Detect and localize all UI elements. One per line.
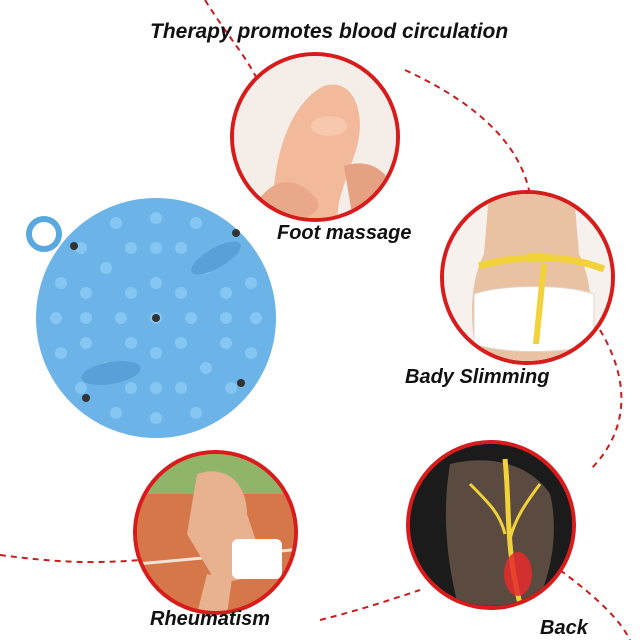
foot-photo-icon (234, 56, 396, 218)
rheumatism-photo (133, 450, 298, 615)
foot-massage-photo (230, 52, 400, 222)
page-title: Therapy promotes blood circulation (150, 20, 509, 43)
back-spine-photo-icon (410, 444, 572, 606)
body-slimming-label: Bady Slimming (405, 366, 550, 388)
back-photo (406, 440, 576, 610)
rheumatism-label: Rheumatism (150, 608, 271, 630)
body-slimming-photo (440, 190, 615, 365)
waist-measure-photo-icon (444, 194, 611, 361)
massage-mat-icon (26, 198, 276, 438)
foot-massage-label: Foot massage (277, 222, 412, 244)
knee-photo-icon (137, 454, 294, 611)
back-label: Back (540, 617, 588, 639)
